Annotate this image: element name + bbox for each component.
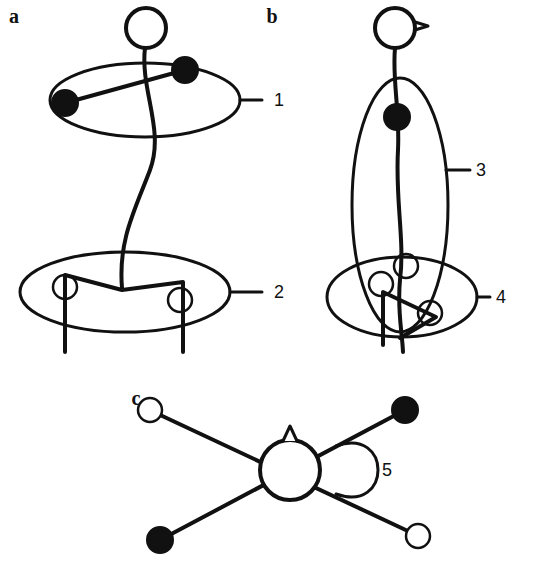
shoulder-bar	[65, 70, 185, 103]
hip-axis	[158, 414, 410, 532]
callout-number: 5	[382, 461, 392, 479]
shoulder-ellipse	[50, 63, 240, 137]
beak	[283, 426, 297, 441]
beak	[415, 22, 428, 30]
panel-letter: c	[132, 388, 141, 408]
hip-ellipse	[20, 252, 230, 332]
shoulder-joint	[148, 528, 172, 552]
spine	[394, 48, 403, 352]
shoulder-joint	[53, 91, 77, 115]
shoulder-joint	[173, 58, 197, 82]
head-top-view	[260, 440, 320, 500]
head	[126, 8, 166, 48]
hip-joint	[138, 398, 162, 422]
hip-joint	[53, 275, 77, 299]
angle-arc	[336, 443, 378, 497]
leader-line	[477, 296, 490, 299]
shoulder-axis	[160, 410, 405, 540]
callout-number: 2	[274, 283, 284, 301]
hip-joint	[406, 524, 430, 548]
hip-joint	[418, 301, 442, 325]
head	[375, 8, 415, 48]
leader-line	[240, 99, 262, 102]
panel-letter: b	[266, 6, 277, 26]
hip-bar	[65, 275, 183, 352]
leader-line	[446, 169, 470, 172]
callout-number: 1	[274, 91, 284, 109]
hip-joint	[394, 254, 418, 278]
hip-joint	[168, 288, 192, 312]
shoulder-joint	[385, 105, 409, 129]
trunk-ellipse	[352, 78, 448, 332]
panel-letter: a	[9, 6, 19, 26]
leader-line	[230, 291, 262, 294]
shoulder-joint	[393, 398, 417, 422]
callout-number: 4	[496, 288, 506, 306]
callout-number: 3	[476, 161, 486, 179]
hip-joint	[369, 272, 393, 296]
hip-ellipse	[327, 257, 477, 337]
